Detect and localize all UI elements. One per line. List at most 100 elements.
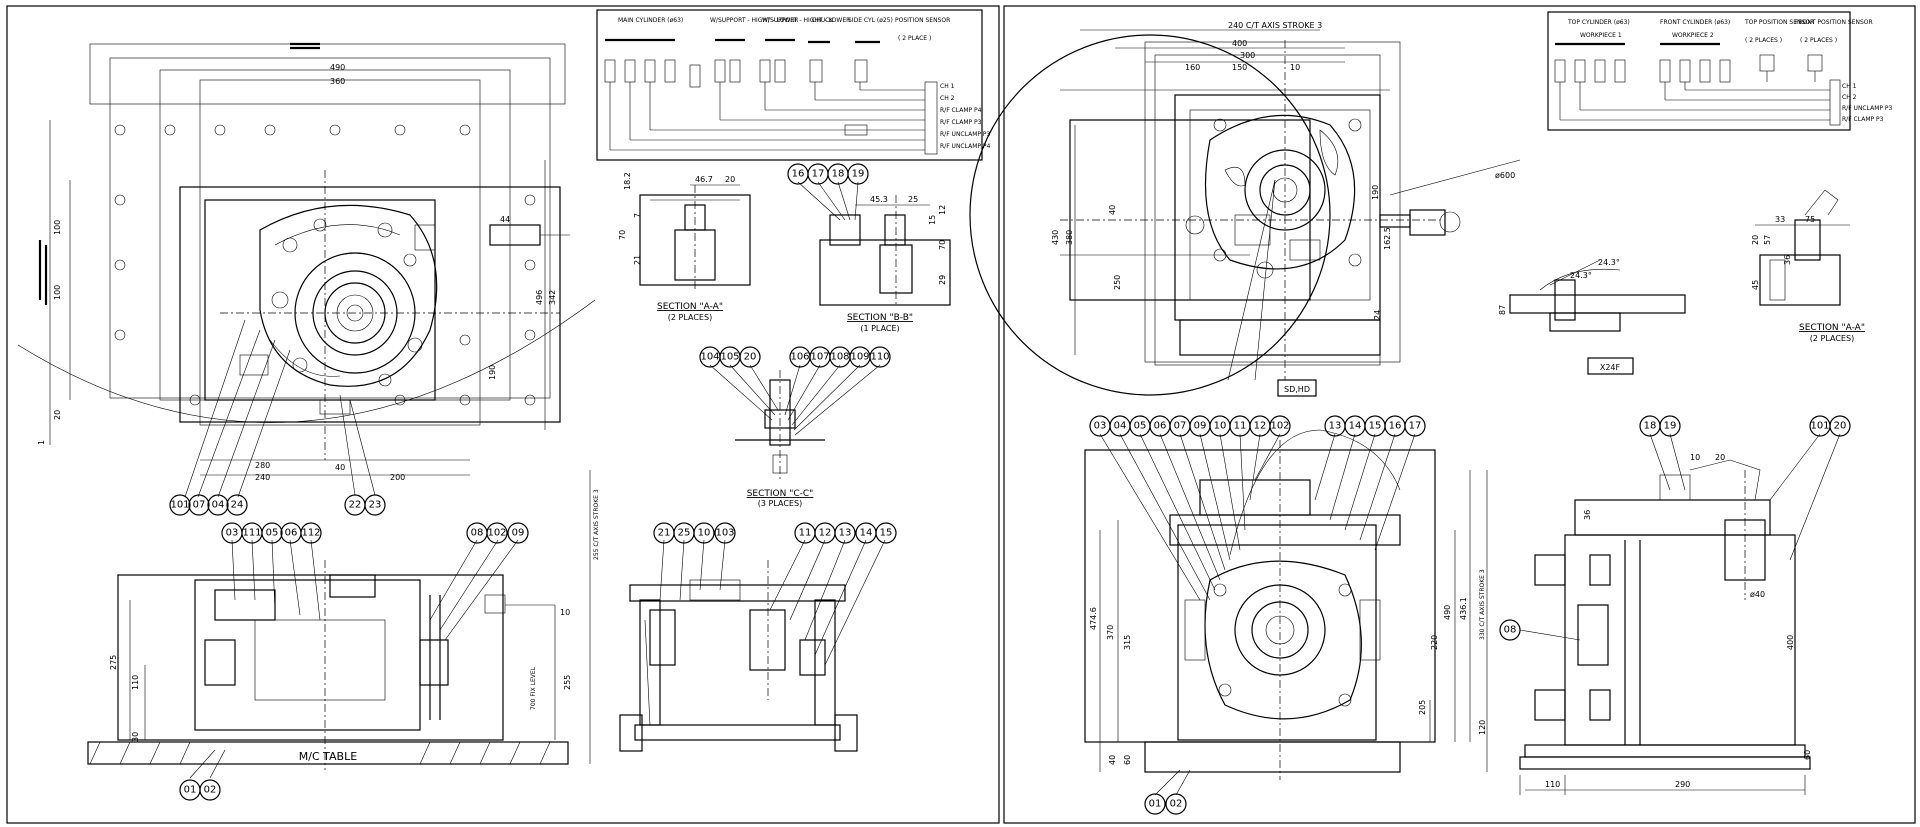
sec-cc-title: SECTION "C-C"	[747, 489, 814, 499]
right-section-aa: 33 75 20 57 36 45 SECTION "A-A" (2 PLACE…	[1751, 189, 1865, 343]
right-sheet-frame	[1003, 5, 1916, 824]
sec-cc-note: (3 PLACES)	[758, 499, 802, 508]
balloon-04: 04	[212, 500, 225, 511]
rballoon-08: 08	[1504, 625, 1517, 636]
dim-240: 240	[255, 473, 270, 482]
rsec-aa-title: SECTION "A-A"	[1799, 323, 1865, 333]
sec-aa-dim-3: 18.2	[623, 172, 632, 190]
balloon-17: 17	[812, 169, 825, 180]
rballoon-14: 14	[1349, 421, 1362, 432]
balloon-01: 01	[184, 785, 197, 796]
balloon-03: 03	[226, 528, 239, 539]
balloon-22: 22	[349, 500, 362, 511]
left-sheet: 490 360 44 100 100 240 280 40 200 190 34…	[17, 9, 991, 801]
sec-aa-title: SECTION "A-A"	[657, 302, 723, 312]
rballoon-06: 06	[1154, 421, 1167, 432]
rdim-250: 250	[1113, 275, 1122, 290]
rlegend-top-sensor: TOP POSITION SENSOR	[1744, 19, 1814, 26]
balloon-13: 13	[839, 528, 852, 539]
rballoon-102: 102	[1270, 421, 1289, 432]
sec-cc-leaders	[709, 364, 881, 436]
dim-360: 360	[330, 77, 345, 86]
rdim-24: 24	[1373, 310, 1382, 320]
rdim-300: 300	[1240, 51, 1255, 60]
balloon-25: 25	[678, 528, 691, 539]
rsdim-20: 20	[1715, 453, 1725, 462]
rdim-160: 160	[1185, 63, 1200, 72]
rballoon-18: 18	[1644, 421, 1657, 432]
rdim-40: 40	[1108, 755, 1117, 765]
rballoon-05: 05	[1134, 421, 1147, 432]
balloon-20: 20	[744, 352, 757, 363]
rsdim-60: 60	[1803, 750, 1812, 760]
rdim-120: 120	[1478, 720, 1487, 735]
dim-10: 10	[560, 608, 570, 617]
sec-aa-dim-4: 7	[633, 213, 642, 218]
balloon-102: 102	[487, 528, 506, 539]
dim-496: 496	[535, 290, 544, 305]
rsec-aa-dim-6: 45	[1751, 280, 1760, 290]
dim-100b: 100	[53, 285, 62, 300]
rlegend-front-sensor: FRONT POSITION SENSOR	[1795, 19, 1873, 26]
label-sd-hd: SD,HD	[1284, 385, 1310, 394]
rballoon-02: 02	[1170, 799, 1183, 810]
balloon-06: 06	[285, 528, 298, 539]
rballoon-20: 20	[1834, 421, 1847, 432]
rsec-aa-dim-2: 75	[1805, 215, 1815, 224]
rballoon-03: 03	[1094, 421, 1107, 432]
right-front-balloons: 03 04 05 06 07 09 10 11 12 102 13 14 15 …	[1089, 415, 1426, 815]
rdim-10: 10	[1290, 63, 1300, 72]
sec-bb-dim-5: 70	[938, 240, 947, 250]
dim-342: 342	[548, 290, 557, 305]
rdim-150: 150	[1232, 63, 1247, 72]
rlegend-wp1: WORKPIECE 1	[1580, 32, 1622, 39]
balloon-16: 16	[792, 169, 805, 180]
rdim-380: 380	[1065, 230, 1074, 245]
rsdim-110: 110	[1545, 780, 1560, 789]
dim-stroke: 255 C/T AXIS STROKE 3	[593, 489, 600, 560]
rdim-axis-stroke: 330 C/T AXIS STROKE 3	[1479, 569, 1486, 640]
balloon-105: 105	[720, 352, 739, 363]
rdim-400: 400	[1232, 39, 1247, 48]
legend-port-clamp-p4: R/F CLAMP P4	[940, 107, 982, 114]
rballoon-19: 19	[1664, 421, 1677, 432]
balloon-14: 14	[860, 528, 873, 539]
rballoon-11: 11	[1234, 421, 1247, 432]
rdim-162-5: 162.5	[1383, 227, 1392, 250]
rdim-40: 40	[1108, 205, 1117, 215]
dim-fix-level: 700 FIX LEVEL	[530, 666, 537, 710]
angle-dim-2: 24.3°	[1570, 271, 1592, 280]
rdim-60: 60	[1123, 755, 1132, 765]
legend-port-ch1: CH 1	[940, 83, 955, 90]
rlegend-port-ch2: CH 2	[1842, 94, 1857, 101]
rdim-190: 190	[1371, 185, 1380, 200]
rballoon-12: 12	[1254, 421, 1267, 432]
left-fixture-part	[220, 170, 560, 460]
rdim-370: 370	[1106, 625, 1115, 640]
rdim-430: 430	[1051, 230, 1060, 245]
left-side-balloons: 21 25 10 103 11 12 13 14 15	[653, 522, 897, 544]
left-front-balloons: 03 111 05 06 112 08 102 09 01 02	[179, 522, 529, 801]
sec-bb-note: (1 PLACE)	[860, 324, 899, 333]
left-side-leaders	[659, 539, 886, 666]
balloon-10: 10	[698, 528, 711, 539]
sec-cc-balloons: 104 105 20 106 107 108 109 110	[699, 346, 891, 368]
rlegend-front-cyl: FRONT CYLINDER (ø63)	[1660, 19, 1730, 26]
balloon-111: 111	[242, 528, 261, 539]
rdim-220: 220	[1430, 635, 1439, 650]
sec-bb-dim-6: 29	[938, 275, 947, 285]
balloon-23: 23	[369, 500, 382, 511]
rsec-aa-dim-1: 33	[1775, 215, 1785, 224]
rsdim-290: 290	[1675, 780, 1690, 789]
sec-aa-dim-5: 70	[618, 230, 627, 240]
rdim-axis: 240 C/T AXIS STROKE 3	[1228, 21, 1322, 30]
left-plan-view: 490 360 44 100 100 240 280 40 200 190 34…	[17, 42, 596, 482]
dim-110: 110	[131, 675, 140, 690]
rballoon-101: 101	[1810, 421, 1829, 432]
legend-port-unclamp-p4: R/F UNCLAMP P4	[940, 143, 991, 150]
left-sheet-frame	[6, 5, 1000, 824]
sec-bb-dim-2: 25	[908, 195, 918, 204]
left-plan-leaders	[184, 319, 376, 498]
legend-wsupport-2: W/SUPPORT - HIGHT - LOWER	[762, 17, 850, 24]
left-legend-box: MAIN CYLINDER (ø63) W/SUPPORT - HIGHT - …	[596, 9, 991, 161]
